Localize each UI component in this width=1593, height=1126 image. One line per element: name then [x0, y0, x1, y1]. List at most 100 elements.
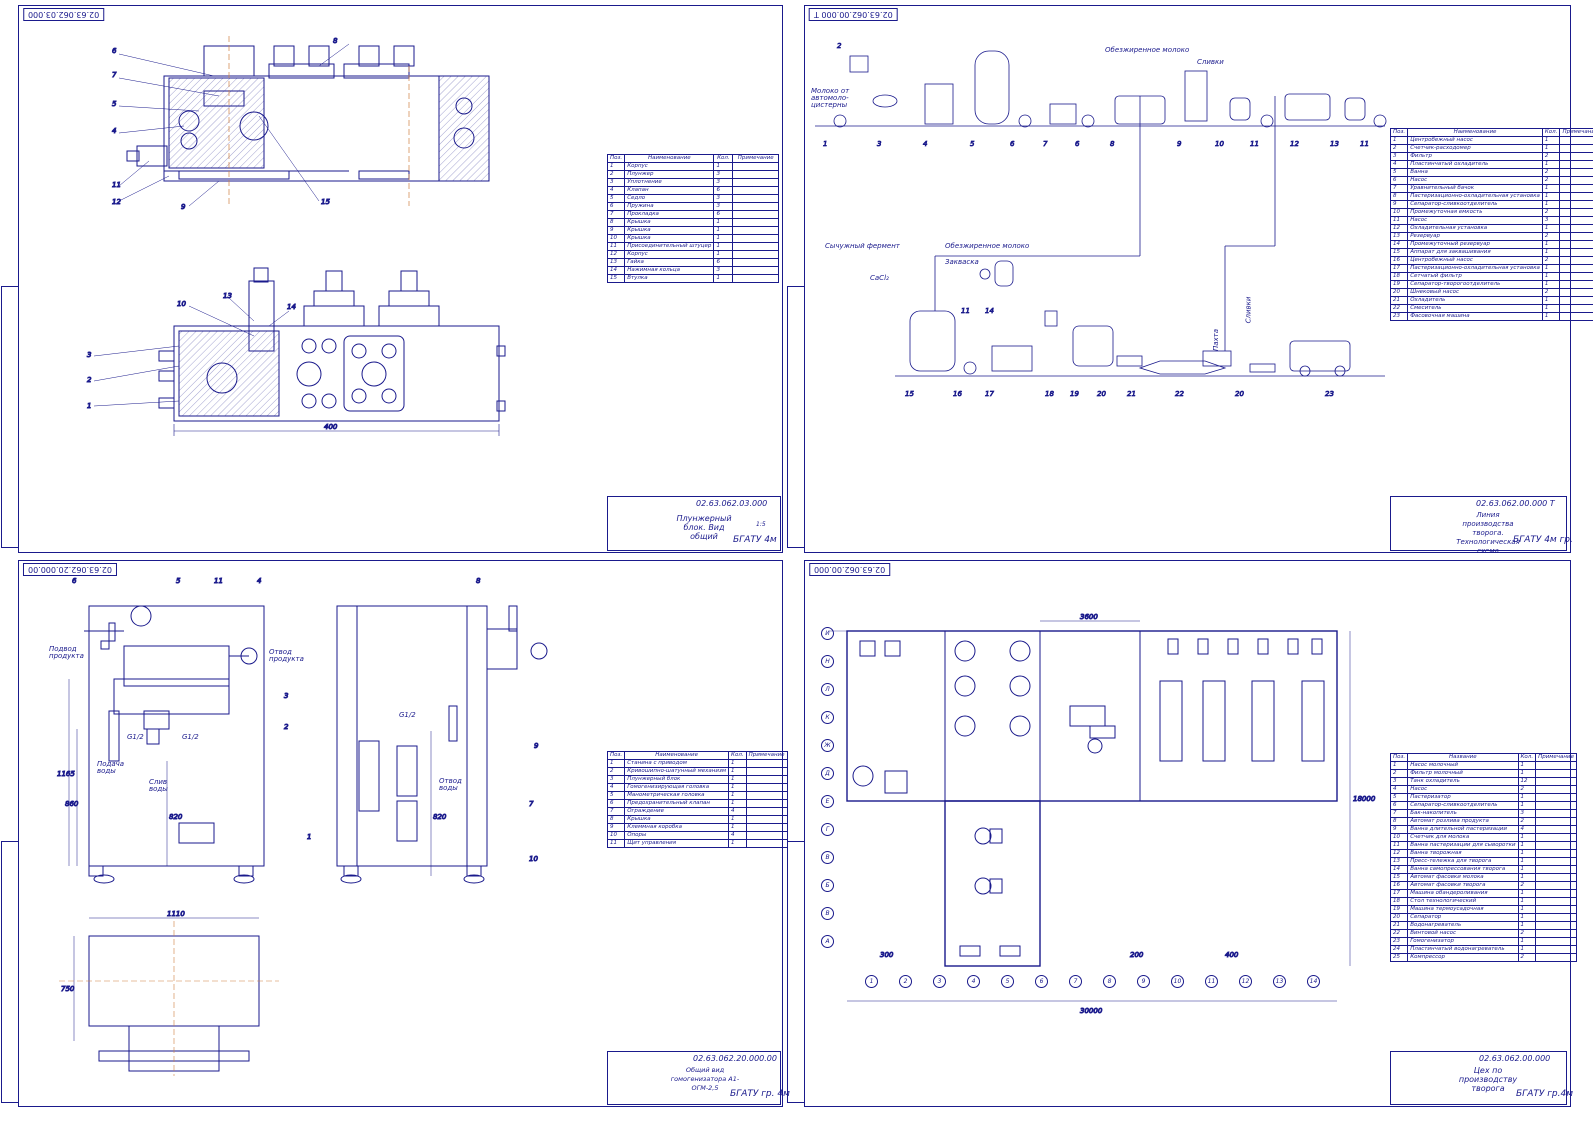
spec-cell-name: Пружина	[624, 202, 715, 211]
spec-cell-note	[1535, 929, 1577, 938]
spec-cell-note	[1535, 857, 1577, 866]
spec-cell-qty: 1	[728, 775, 747, 784]
title-block: 02.63.062.20.000.00 Общий вид гомогениза…	[607, 1051, 790, 1105]
spec-cell-name: Насос	[1407, 785, 1519, 794]
spec-cell-note	[745, 823, 788, 832]
col-axis-marker: 11	[1205, 975, 1218, 988]
spec-cell-name: Ванна самопрессования творога	[1407, 865, 1519, 874]
spec-col-pos: Поз.	[1389, 753, 1409, 762]
spec-cell-note	[1535, 865, 1577, 874]
spec-cell-name: Насос молочный	[1407, 761, 1519, 770]
spec-cell-qty: 1	[1517, 761, 1537, 770]
spec-cell-pos: 6	[1389, 176, 1409, 185]
scheme-num-19: 19	[1070, 390, 1079, 398]
spec-cell-note	[1559, 208, 1593, 217]
callout-9: 9	[181, 203, 186, 211]
label-starter-culture: Закваска	[945, 258, 979, 266]
spec-cell-note	[732, 226, 779, 235]
homogenizer-drawing: 1 2 3 4 5 6 7 8 9 10 11 1165 860 820 820…	[57, 577, 548, 1076]
spec-cell-name: Автомат фасовки творога	[1407, 881, 1519, 890]
spec-col-pos: Поз.	[606, 751, 626, 760]
spec-cell-pos: 10	[1389, 833, 1409, 842]
spec-cell-pos: 16	[1389, 256, 1409, 265]
callout-3: 3	[284, 692, 288, 700]
scheme-num-9: 9	[1177, 140, 1182, 148]
spec-cell-qty: 1	[713, 250, 734, 259]
spec-cell-name: Станина с приводом	[624, 759, 730, 768]
spec-cell-name: Машина обандероливания	[1407, 889, 1519, 898]
spec-cell-name: Крышка	[624, 226, 715, 235]
spec-cell-name: Центробежный насос	[1407, 256, 1543, 265]
spec-cell-note	[1559, 184, 1593, 193]
callout-6: 6	[112, 47, 117, 55]
scheme-num-17: 17	[985, 390, 994, 398]
dim-300: 300	[880, 951, 894, 959]
spec-cell-qty: 1	[1541, 264, 1561, 273]
spec-cell-note	[1535, 881, 1577, 890]
dim-30000: 30000	[1080, 1007, 1103, 1015]
spec-col-note: Примечание	[732, 154, 779, 163]
spec-cell-note	[745, 791, 788, 800]
spec-cell-name: Седло	[624, 194, 715, 203]
spec-col-qty: Кол.	[728, 751, 747, 760]
spec-col-name: Наименование	[1407, 128, 1543, 137]
spec-cell-qty: 2	[1517, 785, 1537, 794]
spec-cell-name: Корпус	[624, 162, 715, 171]
spec-cell-name: Крышка	[624, 218, 715, 227]
spec-cell-pos: 19	[1389, 905, 1409, 914]
spec-col-pos: Поз.	[606, 154, 626, 163]
spec-cell-qty: 1	[1517, 801, 1537, 810]
callout-10: 10	[177, 300, 186, 308]
spec-cell-pos: 1	[1389, 136, 1409, 145]
spec-cell-qty: 2	[1541, 232, 1561, 241]
label-water-out: Отвод воды	[439, 777, 462, 792]
spec-cell-pos: 13	[1389, 857, 1409, 866]
dim-400: 400	[1225, 951, 1239, 959]
spec-col-qty: Кол.	[1541, 128, 1561, 137]
callout-1: 1	[87, 402, 91, 410]
spec-cell-qty: 1	[1541, 312, 1561, 321]
spec-cell-qty: 1	[1517, 913, 1537, 922]
label-product-feed: Подвод продукта	[49, 645, 84, 660]
spec-cell-name: Крышка	[624, 815, 730, 824]
spec-cell-note	[745, 831, 788, 840]
spec-cell-qty: 1	[713, 162, 734, 171]
scheme-drawing: 1 2 3 4 5 6 7 6 8 9 10 11 12 13 11 15 11…	[815, 42, 1387, 398]
col-axis-marker: 10	[1171, 975, 1184, 988]
spec-cell-name: Сетчатый фильтр	[1407, 272, 1543, 281]
spec-cell-name: Охладительная установка	[1407, 224, 1543, 233]
dim-1165: 1165	[57, 770, 75, 778]
spec-cell-name: Сепаратор-сливкоотделитель	[1407, 200, 1543, 209]
organization: БГАТУ 4м гр.	[1513, 535, 1573, 545]
spec-cell-qty: 1	[728, 767, 747, 776]
spec-cell-name: Танк охладитель	[1407, 777, 1519, 786]
spec-cell-name: Уравнительный бачок	[1407, 184, 1543, 193]
spec-cell-note	[1535, 953, 1577, 962]
spec-cell-note	[1559, 200, 1593, 209]
spec-cell-note	[1559, 176, 1593, 185]
spec-cell-qty: 1	[1541, 280, 1561, 289]
spec-cell-name: Корпус	[624, 250, 715, 259]
spec-cell-name: Счетчик для молока	[1407, 833, 1519, 842]
spec-cell-name: Гомогенизатор	[1407, 937, 1519, 946]
spec-cell-note	[1535, 889, 1577, 898]
label-water-in: Подача воды	[97, 760, 125, 775]
spec-cell-pos: 18	[1389, 897, 1409, 906]
spec-cell-qty: 1	[1541, 160, 1561, 169]
